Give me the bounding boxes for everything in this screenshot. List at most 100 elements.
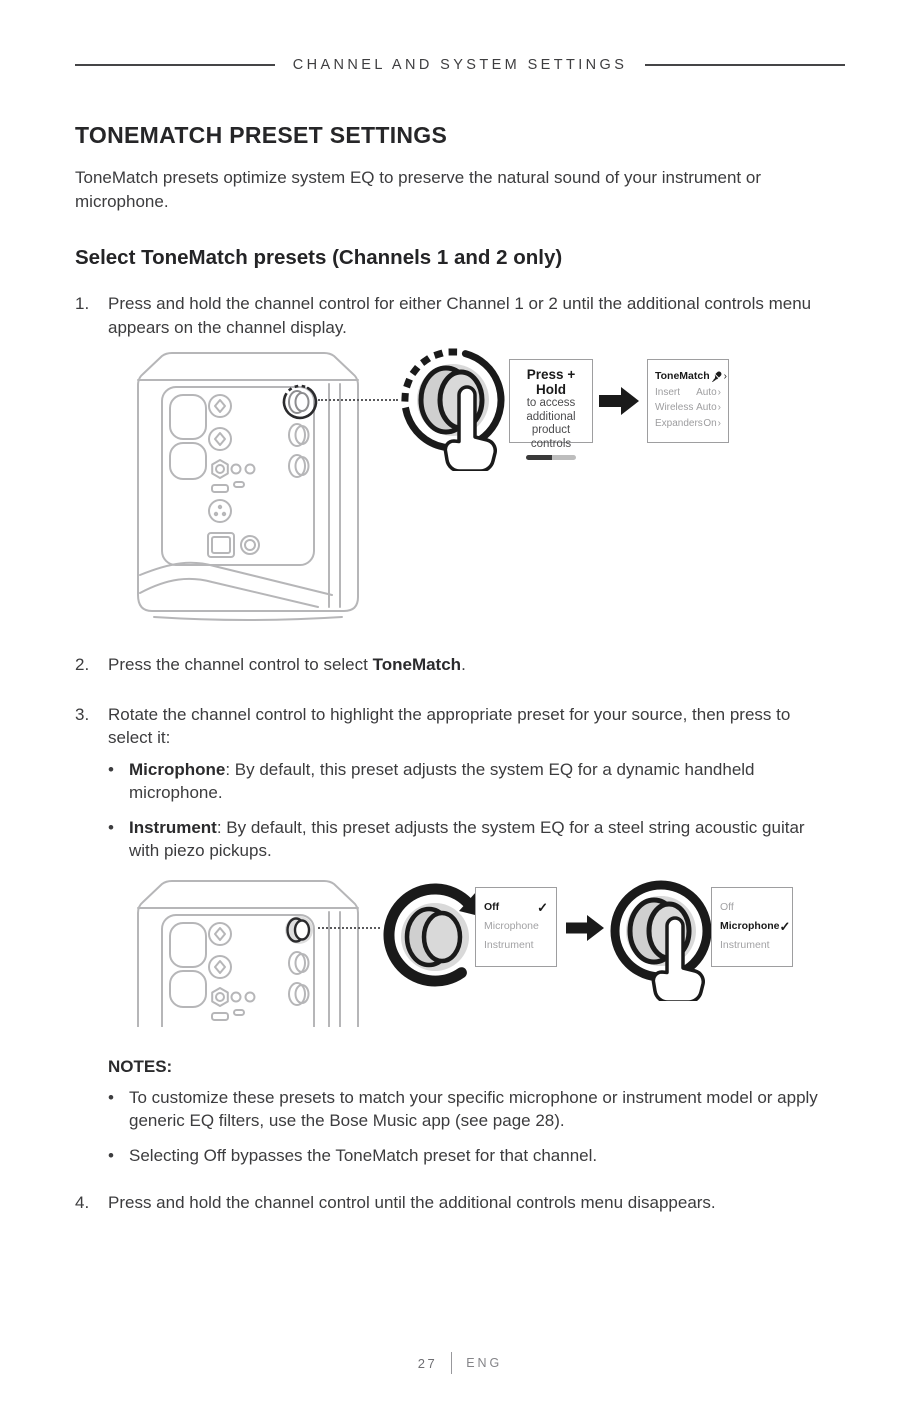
preset-desc: : By default, this preset adjusts the sy… bbox=[129, 759, 755, 803]
speaker-illustration-cropped bbox=[132, 877, 364, 1027]
bullet-icon: • bbox=[108, 759, 114, 779]
menu-row-tonematch: ToneMatch › bbox=[655, 369, 727, 385]
menu-row-wireless: Wireless Auto› bbox=[655, 400, 721, 416]
bullet-icon: • bbox=[108, 817, 114, 837]
notes-title: NOTES: bbox=[108, 1056, 173, 1076]
press-hold-line: controls bbox=[530, 437, 572, 450]
right-arrow-icon bbox=[599, 387, 639, 415]
step-2: 2. Press the channel control to select T… bbox=[75, 653, 845, 677]
preset-menu-before: Off ✓ Microphone Instrument bbox=[475, 886, 557, 967]
preset-option: Off bbox=[720, 900, 734, 913]
step-2-bold: ToneMatch bbox=[372, 655, 462, 674]
page-number: 27 bbox=[417, 1355, 438, 1371]
step-3: 3. Rotate the channel control to highlig… bbox=[75, 703, 845, 750]
step-3-number: 3. bbox=[75, 704, 90, 724]
step-2-suffix: . bbox=[461, 655, 466, 674]
channel-1-knob bbox=[282, 384, 318, 420]
menu-value: On bbox=[703, 417, 717, 429]
header-rule-right bbox=[645, 64, 845, 66]
press-hold-line: product bbox=[531, 424, 571, 436]
menu-value: Auto bbox=[696, 402, 717, 413]
note-text: To customize these presets to match your… bbox=[129, 1087, 818, 1131]
speaker-rear-panel-drawing bbox=[137, 879, 359, 1027]
page-footer: 27 ENG bbox=[0, 1352, 920, 1374]
bullet-icon: • bbox=[108, 1087, 114, 1107]
preset-desc: : By default, this preset adjusts the sy… bbox=[129, 817, 805, 861]
press-hold-title: Press + Hold bbox=[526, 367, 576, 397]
preset-option: Microphone bbox=[484, 919, 539, 932]
preset-row-off: Off ✓ bbox=[484, 898, 548, 917]
chevron-icon: › bbox=[723, 371, 727, 382]
press-hold-callout-box: Press + Hold to access additional produc… bbox=[509, 359, 593, 460]
menu-row-insert: Insert Auto› bbox=[655, 385, 721, 401]
progress-track bbox=[552, 455, 576, 460]
header-rule-left bbox=[75, 64, 275, 66]
step-1-text: Press and hold the channel control for e… bbox=[108, 294, 812, 337]
channel-1-knob-highlighted bbox=[285, 915, 313, 944]
press-hold-knob-illustration bbox=[398, 345, 508, 473]
flow-arrow bbox=[599, 387, 639, 415]
page-title: TONEMATCH PRESET SETTINGS bbox=[75, 122, 448, 148]
preset-row-microphone: Microphone bbox=[484, 917, 548, 936]
preset-row-instrument: Instrument bbox=[484, 936, 548, 955]
chevron-icon: › bbox=[717, 417, 721, 429]
step-1-number: 1. bbox=[75, 294, 90, 313]
preset-name: Instrument bbox=[129, 817, 217, 837]
preset-row-microphone: Microphone ✓ bbox=[720, 917, 790, 936]
chevron-icon: › bbox=[717, 386, 721, 398]
step-2-number: 2. bbox=[75, 655, 90, 674]
knob-rotate-graphic bbox=[383, 883, 482, 987]
menu-label: ToneMatch bbox=[655, 370, 710, 382]
preset-option: Microphone bbox=[720, 919, 780, 932]
preset-option: Off bbox=[484, 900, 500, 913]
preset-row-instrument: Instrument bbox=[720, 936, 784, 955]
callout-dotted-line bbox=[318, 399, 398, 401]
press-hold-line: to access bbox=[526, 397, 576, 409]
menu-label: Wireless bbox=[655, 402, 694, 413]
callout-dotted-line bbox=[318, 926, 380, 929]
preset-instrument-text: Instrument: By default, this preset adju… bbox=[129, 816, 819, 863]
speaker-rear-panel-drawing bbox=[137, 352, 359, 621]
note-text: Selecting Off bypasses the ToneMatch pre… bbox=[129, 1145, 598, 1165]
press-hold-line: additional bbox=[526, 410, 576, 423]
step-3-text: Rotate the channel control to highlight … bbox=[108, 704, 791, 748]
progress-fill bbox=[526, 455, 552, 460]
additional-controls-menu: ToneMatch › Insert Auto› Wireless Auto› … bbox=[647, 359, 729, 443]
chevron-icon: › bbox=[717, 402, 721, 413]
step-2-prefix: Press the channel control to select bbox=[108, 655, 373, 674]
note-item-1: • To customize these presets to match yo… bbox=[108, 1086, 845, 1133]
step-1: 1. Press and hold the channel control fo… bbox=[75, 292, 845, 339]
step-4-number: 4. bbox=[75, 1193, 90, 1212]
header-title: CHANNEL AND SYSTEM SETTINGS bbox=[292, 57, 628, 73]
page-header: CHANNEL AND SYSTEM SETTINGS bbox=[75, 56, 845, 74]
flow-arrow bbox=[566, 914, 604, 941]
rotate-knob-illustration bbox=[378, 877, 492, 1001]
speaker-illustration bbox=[132, 349, 364, 627]
notes-section: NOTES: • To customize these presets to m… bbox=[108, 1057, 845, 1168]
menu-row-expanders: Expanders On› bbox=[655, 416, 721, 432]
press-knob-illustration bbox=[605, 875, 717, 1004]
bullet-icon: • bbox=[108, 1145, 114, 1165]
menu-value: Auto bbox=[696, 386, 717, 398]
knob-press-finger-graphic bbox=[401, 348, 505, 473]
right-arrow-icon bbox=[566, 914, 604, 941]
preset-microphone: • Microphone: By default, this preset ad… bbox=[108, 758, 845, 805]
language-label: ENG bbox=[466, 1356, 503, 1370]
check-icon: ✓ bbox=[779, 918, 791, 934]
preset-menu-after: Off Microphone ✓ Instrument bbox=[711, 886, 793, 967]
preset-instrument: • Instrument: By default, this preset ad… bbox=[108, 816, 845, 863]
step-2-text: Press the channel control to select Tone… bbox=[108, 653, 828, 677]
preset-name: Microphone bbox=[129, 759, 226, 779]
intro-paragraph: ToneMatch presets optimize system EQ to … bbox=[75, 168, 761, 211]
diagram-select-preset: Off ✓ Microphone Instrument Off Micropho bbox=[75, 877, 845, 1029]
step-4-text: Press and hold the channel control until… bbox=[108, 1193, 716, 1212]
diagram-press-hold: Press + Hold to access additional produc… bbox=[75, 348, 845, 629]
preset-row-off: Off bbox=[720, 898, 784, 917]
preset-microphone-text: Microphone: By default, this preset adju… bbox=[129, 758, 819, 805]
menu-label: Expanders bbox=[655, 417, 703, 429]
preset-option: Instrument bbox=[484, 938, 534, 951]
check-icon: ✓ bbox=[537, 899, 548, 915]
footer-divider bbox=[451, 1352, 453, 1374]
hold-progress-bar bbox=[526, 455, 576, 460]
